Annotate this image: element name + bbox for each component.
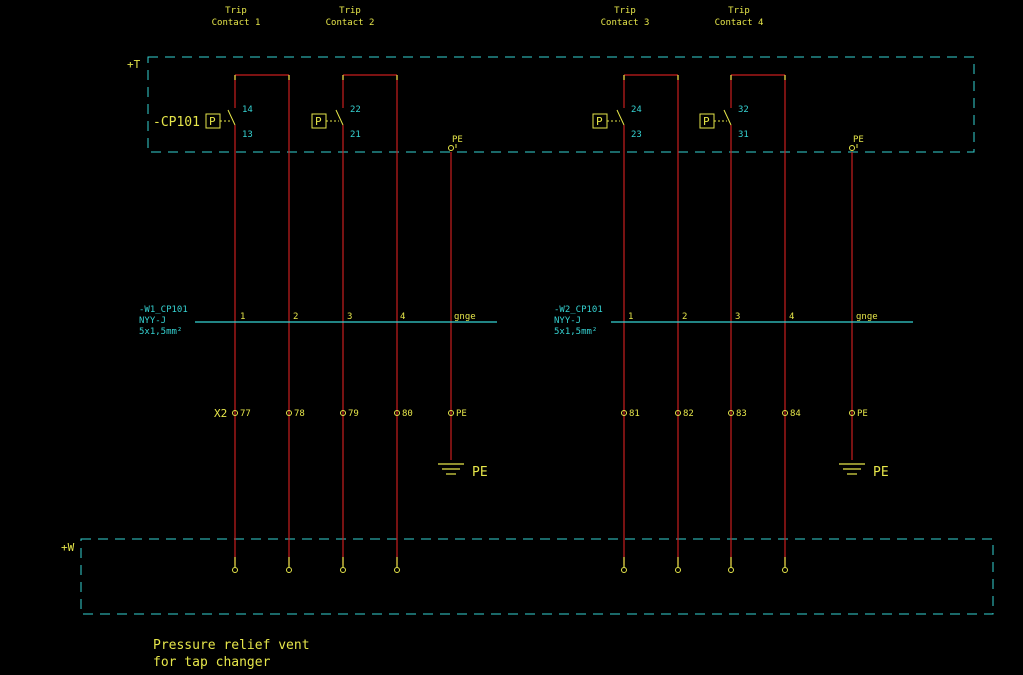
svg-text:2: 2 [293, 312, 298, 322]
svg-text:5x1,5mm²: 5x1,5mm² [554, 327, 597, 337]
svg-text:3: 3 [347, 312, 352, 322]
svg-text:77: 77 [240, 409, 251, 419]
contact-symbol-4: P 32 31 [699, 105, 749, 140]
svg-text:31: 31 [738, 130, 749, 140]
svg-text:5x1,5mm²: 5x1,5mm² [139, 327, 182, 337]
svg-text:81: 81 [629, 409, 640, 419]
pe-terminal-top-1: PE [448, 135, 463, 151]
location-box-t [147, 56, 975, 153]
location-label-t: +T [127, 58, 141, 71]
junction-ticks [234, 75, 786, 80]
svg-text:32: 32 [738, 105, 749, 115]
svg-text:1: 1 [240, 312, 245, 322]
device-id: -CP101 [153, 115, 200, 130]
contact-symbol-1: P 14 13 [205, 105, 253, 140]
pe-terminal-top-2: PE [849, 135, 864, 151]
wires-group-2 [623, 74, 853, 565]
contact-symbol-3: P 24 23 [592, 105, 642, 140]
cable-1: -W1_CP101 NYY-J 5x1,5mm² 1 2 3 4 gnge [139, 305, 497, 337]
svg-text:4: 4 [789, 312, 794, 322]
svg-text:NYY-J: NYY-J [139, 316, 166, 326]
svg-text:2: 2 [682, 312, 687, 322]
svg-text:PE: PE [456, 409, 467, 419]
wires-group-1 [234, 74, 452, 565]
contact-symbol-2: P 22 21 [311, 105, 361, 140]
svg-text:80: 80 [402, 409, 413, 419]
svg-text:14: 14 [242, 105, 253, 115]
svg-text:-W2_CP101: -W2_CP101 [554, 305, 603, 315]
svg-text:22: 22 [350, 105, 361, 115]
svg-text:3: 3 [735, 312, 740, 322]
svg-text:23: 23 [631, 130, 642, 140]
svg-text:78: 78 [294, 409, 305, 419]
svg-text:13: 13 [242, 130, 253, 140]
ground-icon-1 [438, 463, 464, 475]
svg-text:4: 4 [400, 312, 405, 322]
svg-text:79: 79 [348, 409, 359, 419]
location-label-w: +W [61, 541, 75, 554]
bottom-connections [232, 557, 788, 573]
location-box-w [80, 538, 994, 615]
svg-text:-W1_CP101: -W1_CP101 [139, 305, 188, 315]
svg-text:82: 82 [683, 409, 694, 419]
svg-text:PE: PE [452, 135, 463, 145]
svg-text:83: 83 [736, 409, 747, 419]
svg-text:gnge: gnge [454, 312, 476, 322]
svg-text:P: P [209, 115, 216, 128]
svg-text:21: 21 [350, 130, 361, 140]
svg-text:P: P [703, 115, 710, 128]
terminal-strip-name: X2 [214, 407, 227, 420]
svg-text:P: P [315, 115, 322, 128]
svg-text:PE: PE [853, 135, 864, 145]
svg-text:24: 24 [631, 105, 642, 115]
svg-text:1: 1 [628, 312, 633, 322]
svg-text:NYY-J: NYY-J [554, 316, 581, 326]
terminal-circles [232, 410, 855, 416]
svg-text:P: P [596, 115, 603, 128]
ground-label-1: PE [472, 465, 488, 480]
ground-icon-2 [839, 463, 865, 475]
caption: Pressure relief vent for tap changer [153, 638, 317, 670]
svg-text:gnge: gnge [856, 312, 878, 322]
svg-text:84: 84 [790, 409, 801, 419]
ground-label-2: PE [873, 465, 889, 480]
cable-2: -W2_CP101 NYY-J 5x1,5mm² 1 2 3 4 gnge [554, 305, 913, 337]
svg-text:PE: PE [857, 409, 868, 419]
terminal-labels: 77 78 79 80 PE 81 82 83 84 PE [240, 409, 868, 419]
